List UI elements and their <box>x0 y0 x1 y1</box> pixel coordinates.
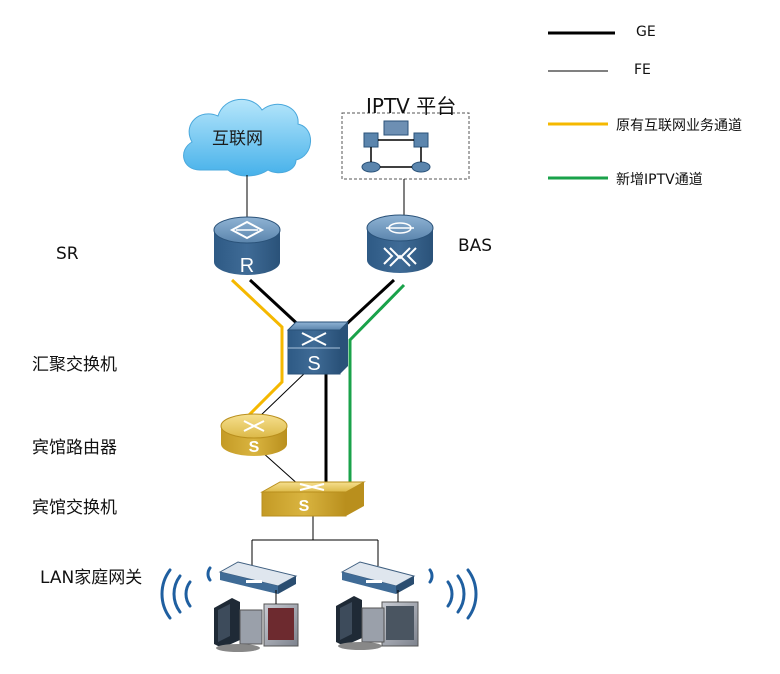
bas-device-icon <box>366 214 434 273</box>
sr-router-icon: R <box>213 216 281 277</box>
iptv-platform-label: IPTV 平台 <box>366 94 457 118</box>
path-iptv-green <box>348 283 406 482</box>
lan-gateway-label: LAN家庭网关 <box>40 568 143 588</box>
sr-label: SR <box>56 244 79 264</box>
wifi-right-icon <box>428 568 478 620</box>
legend-iptv-label: 新增IPTV通道 <box>616 172 703 188</box>
aggregation-switch-letter: S <box>307 353 320 375</box>
hotel-router-icon: S <box>220 413 288 456</box>
internet-cloud-icon <box>183 98 311 177</box>
legend-internet-label: 原有互联网业务通道 <box>616 118 742 134</box>
iptv-platform-box <box>341 112 470 180</box>
hotel-router-letter: S <box>249 439 260 456</box>
pc-right-icon <box>336 590 419 650</box>
bas-label: BAS <box>458 236 493 256</box>
path-internet-yellow <box>230 278 284 420</box>
pc-left-icon <box>214 590 299 652</box>
wifi-left-icon <box>160 566 212 620</box>
aggregation-switch-icon: S <box>286 321 350 375</box>
hotel-switch-letter: S <box>299 498 310 515</box>
aggregation-switch-label: 汇聚交换机 <box>32 355 117 375</box>
link-router-switch-fe <box>261 451 301 487</box>
link-sr-agg-ge <box>248 278 306 332</box>
hotel-router-label: 宾馆路由器 <box>32 438 117 458</box>
lan-gateway-left-icon <box>218 561 298 594</box>
internet-label: 互联网 <box>212 129 263 149</box>
iptv-mini-devices <box>361 120 431 173</box>
hotel-switch-label: 宾馆交换机 <box>32 498 117 518</box>
legend-fe-label: FE <box>634 62 651 78</box>
hotel-switch-icon: S <box>260 481 366 517</box>
legend-ge-label: GE <box>636 24 656 40</box>
sr-router-letter: R <box>240 255 254 277</box>
lan-gateway-right-icon <box>340 561 416 594</box>
link-agg-router-fe <box>257 369 309 419</box>
